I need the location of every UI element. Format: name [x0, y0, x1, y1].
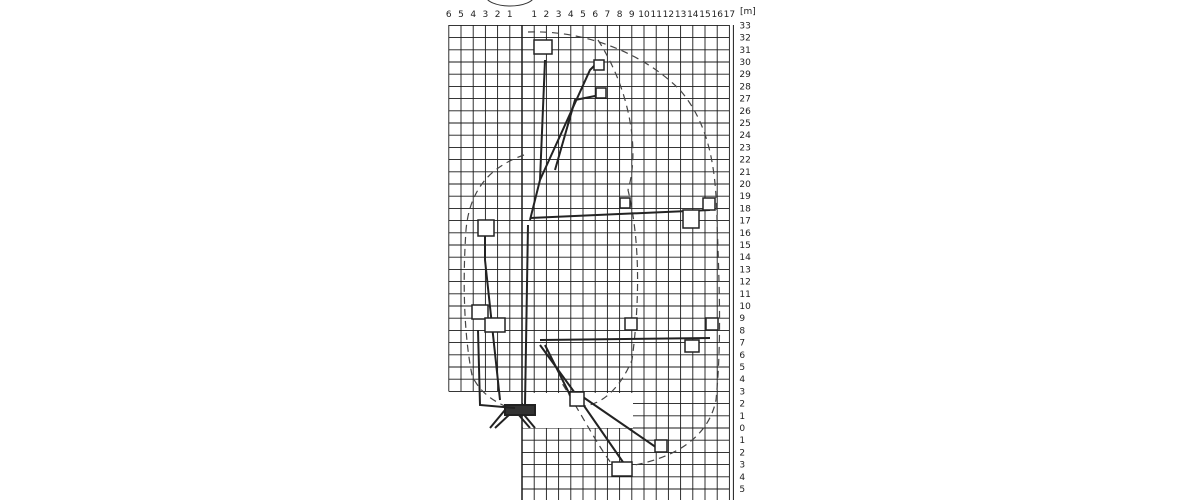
basket-horizontal-top-end	[682, 209, 700, 229]
y-tick-label: 5	[739, 363, 745, 373]
logo-emblem	[487, 0, 533, 7]
platform-baskets	[471, 39, 719, 477]
y-tick-label: 25	[739, 119, 750, 129]
basket-top	[533, 39, 553, 55]
inner-envelope	[569, 39, 639, 407]
x-tick-label: 5	[580, 10, 586, 20]
basket-horizontal-top-far	[702, 197, 716, 211]
y-tick-label: 11	[739, 290, 750, 300]
basket-upper-right	[593, 59, 605, 71]
x-tick-label: 9	[629, 10, 635, 20]
y-tick-label: 1	[739, 412, 745, 422]
y-tick-label: 28	[739, 82, 751, 92]
y-tick-label: 8	[739, 326, 745, 336]
basket-lower-end	[611, 461, 633, 477]
y-tick-label: 21	[739, 168, 750, 178]
y-tick-label: 29	[739, 70, 751, 80]
y-tick-label: 24	[739, 131, 751, 141]
x-tick-label: 12	[663, 10, 674, 20]
y-tick-label: 3	[739, 387, 745, 397]
x-tick-label: 3	[483, 10, 489, 20]
y-tick-label: 31	[739, 46, 750, 56]
x-tick-label: 2	[544, 10, 550, 20]
mast	[524, 224, 529, 406]
basket-lower-mid	[569, 391, 585, 407]
y-tick-label: 16	[739, 229, 751, 239]
x-tick-label: 16	[711, 10, 723, 20]
x-tick-label: 4	[470, 10, 476, 20]
y-tick-label: 2	[739, 448, 745, 458]
y-tick-label: 20	[739, 180, 751, 190]
y-tick-label: 0	[739, 424, 745, 434]
y-tick-label: 14	[739, 253, 751, 263]
x-tick-label: 5	[458, 10, 464, 20]
boom-lift-machine	[477, 59, 711, 466]
x-tick-label: 2	[495, 10, 501, 20]
x-tick-label: 13	[675, 10, 686, 20]
y-tick-label: 30	[739, 58, 751, 68]
y-tick-label: 10	[739, 302, 751, 312]
basket-left-lower-2	[484, 317, 506, 333]
x-tick-label: 10	[638, 10, 650, 20]
x-tick-label: 7	[605, 10, 611, 20]
y-tick-label: 1	[739, 436, 745, 446]
x-tick-label: 8	[617, 10, 623, 20]
y-tick-label: 3	[739, 461, 745, 471]
y-tick-label: 19	[739, 192, 751, 202]
basket-horizontal-low-far	[705, 317, 719, 331]
y-tick-label: 33	[739, 21, 750, 31]
y-tick-label: 4	[739, 473, 745, 483]
left-envelope	[463, 154, 525, 411]
y-tick-label: 4	[739, 375, 745, 385]
basket-upper-mid	[595, 87, 607, 99]
boom-upper-horizontal	[529, 209, 711, 219]
y-tick-label: 27	[739, 95, 750, 105]
boom-lower-horizontal	[539, 337, 711, 341]
basket-horizontal-low-mid	[624, 317, 638, 331]
y-tick-label: 9	[739, 314, 745, 324]
left-boom-2	[484, 230, 501, 401]
unit-label: [m]	[740, 7, 756, 17]
x-tick-label: 11	[650, 10, 661, 20]
y-tick-label: 17	[739, 217, 750, 227]
chassis	[504, 404, 536, 416]
basket-left-lower	[471, 304, 489, 320]
y-tick-label: 23	[739, 143, 750, 153]
x-tick-label: 4	[568, 10, 574, 20]
x-tick-label: 1	[531, 10, 537, 20]
y-tick-label: 12	[739, 278, 750, 288]
boom-diagonal-2	[554, 94, 601, 171]
x-tick-label: 1	[507, 10, 513, 20]
y-tick-label: 26	[739, 107, 751, 117]
x-tick-label: 3	[556, 10, 562, 20]
basket-left-upper	[477, 219, 495, 237]
boom-lower-diagonal-3	[579, 394, 661, 451]
y-tick-label: 7	[739, 339, 745, 349]
x-tick-label: 17	[724, 10, 735, 20]
left-boom	[477, 329, 516, 409]
x-tick-label: 6	[592, 10, 598, 20]
basket-horizontal-top-mid	[619, 197, 631, 209]
boom-lower-diagonal-2	[544, 344, 571, 396]
y-tick-label: 18	[739, 204, 751, 214]
y-tick-label: 13	[739, 265, 750, 275]
x-tick-label: 6	[446, 10, 452, 20]
y-tick-label: 32	[739, 34, 750, 44]
y-tick-label: 2	[739, 400, 745, 410]
x-tick-label: 15	[699, 10, 710, 20]
basket-lower-right	[654, 439, 668, 453]
x-tick-label: 14	[687, 10, 699, 20]
y-tick-label: 5	[739, 485, 745, 495]
y-tick-label: 22	[739, 156, 750, 166]
y-tick-label: 15	[739, 241, 750, 251]
basket-horizontal-low-end	[684, 339, 700, 353]
y-tick-label: 6	[739, 351, 745, 361]
